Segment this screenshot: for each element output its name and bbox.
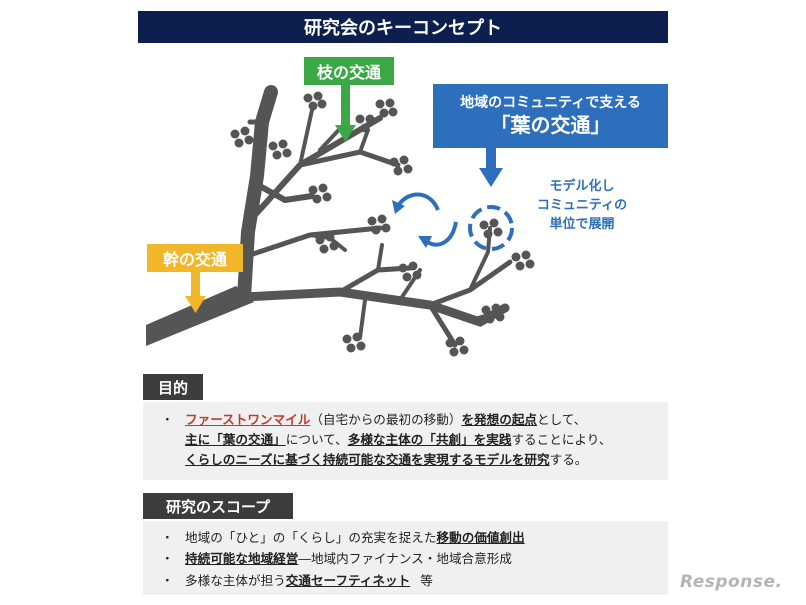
leaf-cluster xyxy=(303,91,327,111)
scope-list: ・地域の「ひと」の「くらし」の充実を捉えた移動の価値創出 ・持続可能な地域経営―… xyxy=(161,527,525,591)
bullet: ・ xyxy=(161,572,174,588)
purpose-emphasis: 多様な主体の「共創」を実践 xyxy=(347,432,512,448)
purpose-line-1: ・ファーストワンマイル（自宅からの最初の移動）を発想の起点として、 xyxy=(161,410,661,430)
expansion-arrows xyxy=(392,192,458,248)
purpose-text: ・ファーストワンマイル（自宅からの最初の移動）を発想の起点として、 主に「葉の交… xyxy=(161,410,661,470)
leaf-cluster xyxy=(230,126,254,148)
leaf-clusters xyxy=(230,91,535,357)
scope-text-part: ―地域内ファイナンス・地域合意形成 xyxy=(298,551,512,567)
trunk-traffic-label: 幹の交通 xyxy=(147,244,243,272)
tree-diagram xyxy=(146,85,535,357)
purpose-text-part: として、 xyxy=(537,412,587,427)
highlight-leaf-ring xyxy=(468,205,514,251)
trunk-arrow xyxy=(185,272,206,313)
scope-emphasis: 持続可能な地域経営 xyxy=(185,551,299,567)
tree-main-stem xyxy=(237,85,278,304)
leaf-cluster xyxy=(367,214,391,235)
leaf-cluster xyxy=(398,261,422,282)
purpose-line-2: 主に「葉の交通」について、多様な主体の「共創」を実践することにより、 xyxy=(161,430,661,450)
purpose-emphasis: 主に「葉の交通」 xyxy=(185,432,286,448)
scope-item: ・多様な主体が担う交通セーフティネット等 xyxy=(161,570,525,591)
leaf-cluster xyxy=(389,155,413,176)
purpose-panel: ・ファーストワンマイル（自宅からの最初の移動）を発想の起点として、 主に「葉の交… xyxy=(143,402,668,480)
branch-arrow xyxy=(335,85,356,142)
leaf-label-line2: 「葉の交通」 xyxy=(490,113,611,138)
model-note-line2: コミュニティの xyxy=(536,197,628,213)
bullet: ・ xyxy=(161,412,174,427)
leaf-cluster xyxy=(445,336,469,357)
model-note-line3: 単位で展開 xyxy=(549,216,615,232)
leaf-traffic-label: 地域のコミュニティで支える 「葉の交通」 xyxy=(433,84,668,148)
leaf-cluster xyxy=(315,232,339,254)
leaf-cluster xyxy=(479,218,503,239)
tree-trunk xyxy=(146,286,254,346)
purpose-emphasis: くらしのニーズに基づく持続可能な交通を実現するモデルを研究 xyxy=(185,452,550,468)
purpose-text-part: について、 xyxy=(285,432,348,448)
leaf-cluster xyxy=(268,139,292,160)
branch-traffic-label: 枝の交通 xyxy=(304,57,394,85)
watermark-logo: Response. xyxy=(680,572,783,592)
scope-emphasis: 交通セーフティネット xyxy=(285,572,411,588)
leaf-cluster xyxy=(355,114,375,133)
scope-text-part: 等 xyxy=(420,572,433,588)
first-one-mile-term: ファーストワンマイル xyxy=(185,412,311,427)
scope-text-part: 地域の「ひと」の「くらし」の充実を捉えた xyxy=(185,530,437,545)
leaf-cluster xyxy=(481,303,505,324)
bullet: ・ xyxy=(161,530,174,545)
scope-item: ・地域の「ひと」の「くらし」の充実を捉えた移動の価値創出 xyxy=(161,527,525,548)
leaf-arrow xyxy=(479,148,503,187)
leaf-cluster xyxy=(511,250,535,271)
leaf-cluster xyxy=(375,98,398,118)
scope-heading: 研究のスコープ xyxy=(143,493,293,519)
page-title: 研究会のキーコンセプト xyxy=(138,11,668,43)
leaf-cluster xyxy=(342,332,366,353)
purpose-heading: 目的 xyxy=(143,374,203,400)
purpose-text-part: （自宅からの最初の移動） xyxy=(310,412,462,427)
purpose-text-part: する。 xyxy=(549,452,588,468)
scope-item: ・持続可能な地域経営―地域内ファイナンス・地域合意形成 xyxy=(161,548,525,569)
scope-panel: ・地域の「ひと」の「くらし」の充実を捉えた移動の価値創出 ・持続可能な地域経営―… xyxy=(143,521,668,595)
model-note: モデル化し コミュニティの 単位で展開 xyxy=(527,178,637,235)
model-note-line1: モデル化し xyxy=(549,179,615,194)
bullet: ・ xyxy=(161,551,174,567)
purpose-emphasis: を発想の起点 xyxy=(461,412,537,427)
scope-emphasis: 移動の価値創出 xyxy=(436,530,525,545)
purpose-text-part: することにより、 xyxy=(511,432,612,448)
purpose-line-3: くらしのニーズに基づく持続可能な交通を実現するモデルを研究する。 xyxy=(161,450,661,470)
leaf-cluster xyxy=(308,183,332,204)
leaf-label-line1: 地域のコミュニティで支える xyxy=(460,94,641,111)
scope-text-part: 多様な主体が担う xyxy=(185,572,286,588)
